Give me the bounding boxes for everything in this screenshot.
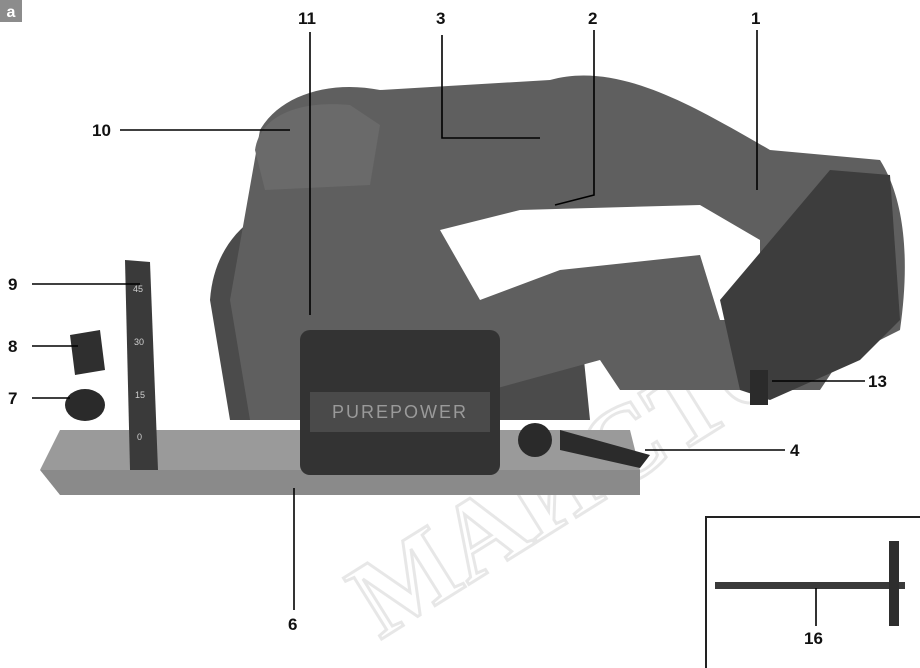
guide-lock-knob (65, 389, 105, 421)
edge-guide-fence (889, 541, 899, 626)
svg-text:30: 30 (134, 337, 144, 347)
callout-7: 7 (8, 389, 18, 408)
callout-6: 6 (288, 615, 298, 634)
callout-9: 9 (8, 275, 18, 294)
callout-8: 8 (8, 337, 18, 356)
edge-guide-illustration (715, 541, 905, 626)
depth-lever-knob (518, 423, 552, 457)
callout-1: 1 (751, 9, 761, 28)
callout-2: 2 (588, 9, 598, 28)
depth-lever (560, 430, 650, 468)
rear-grip (720, 170, 900, 400)
front-knob (255, 104, 380, 190)
led-light (750, 370, 768, 405)
bevel-scale (125, 260, 158, 470)
svg-text:15: 15 (135, 390, 145, 400)
callout-3: 3 (436, 9, 446, 28)
brand-plate (310, 392, 490, 432)
leader-2 (554, 30, 595, 206)
bevel-lock-knob (70, 330, 105, 375)
edge-guide-bar (715, 582, 905, 589)
leader-3 (441, 35, 540, 139)
figure-tag: a (0, 0, 22, 22)
callout-4: 4 (790, 441, 800, 460)
svg-text:45: 45 (133, 284, 143, 294)
bevel-scale-labels: 45 30 15 0 (133, 284, 145, 442)
base-plate (40, 470, 640, 495)
svg-text:0: 0 (137, 432, 142, 442)
callout-10: 10 (92, 121, 111, 140)
leader-lines (32, 30, 865, 610)
callout-13: 13 (868, 372, 887, 391)
callout-16: 16 (804, 629, 823, 648)
inset-panel (705, 516, 920, 668)
callout-11: 11 (298, 9, 316, 28)
handle-opening (440, 205, 760, 320)
brand-label: PUREPOWER (332, 402, 468, 422)
